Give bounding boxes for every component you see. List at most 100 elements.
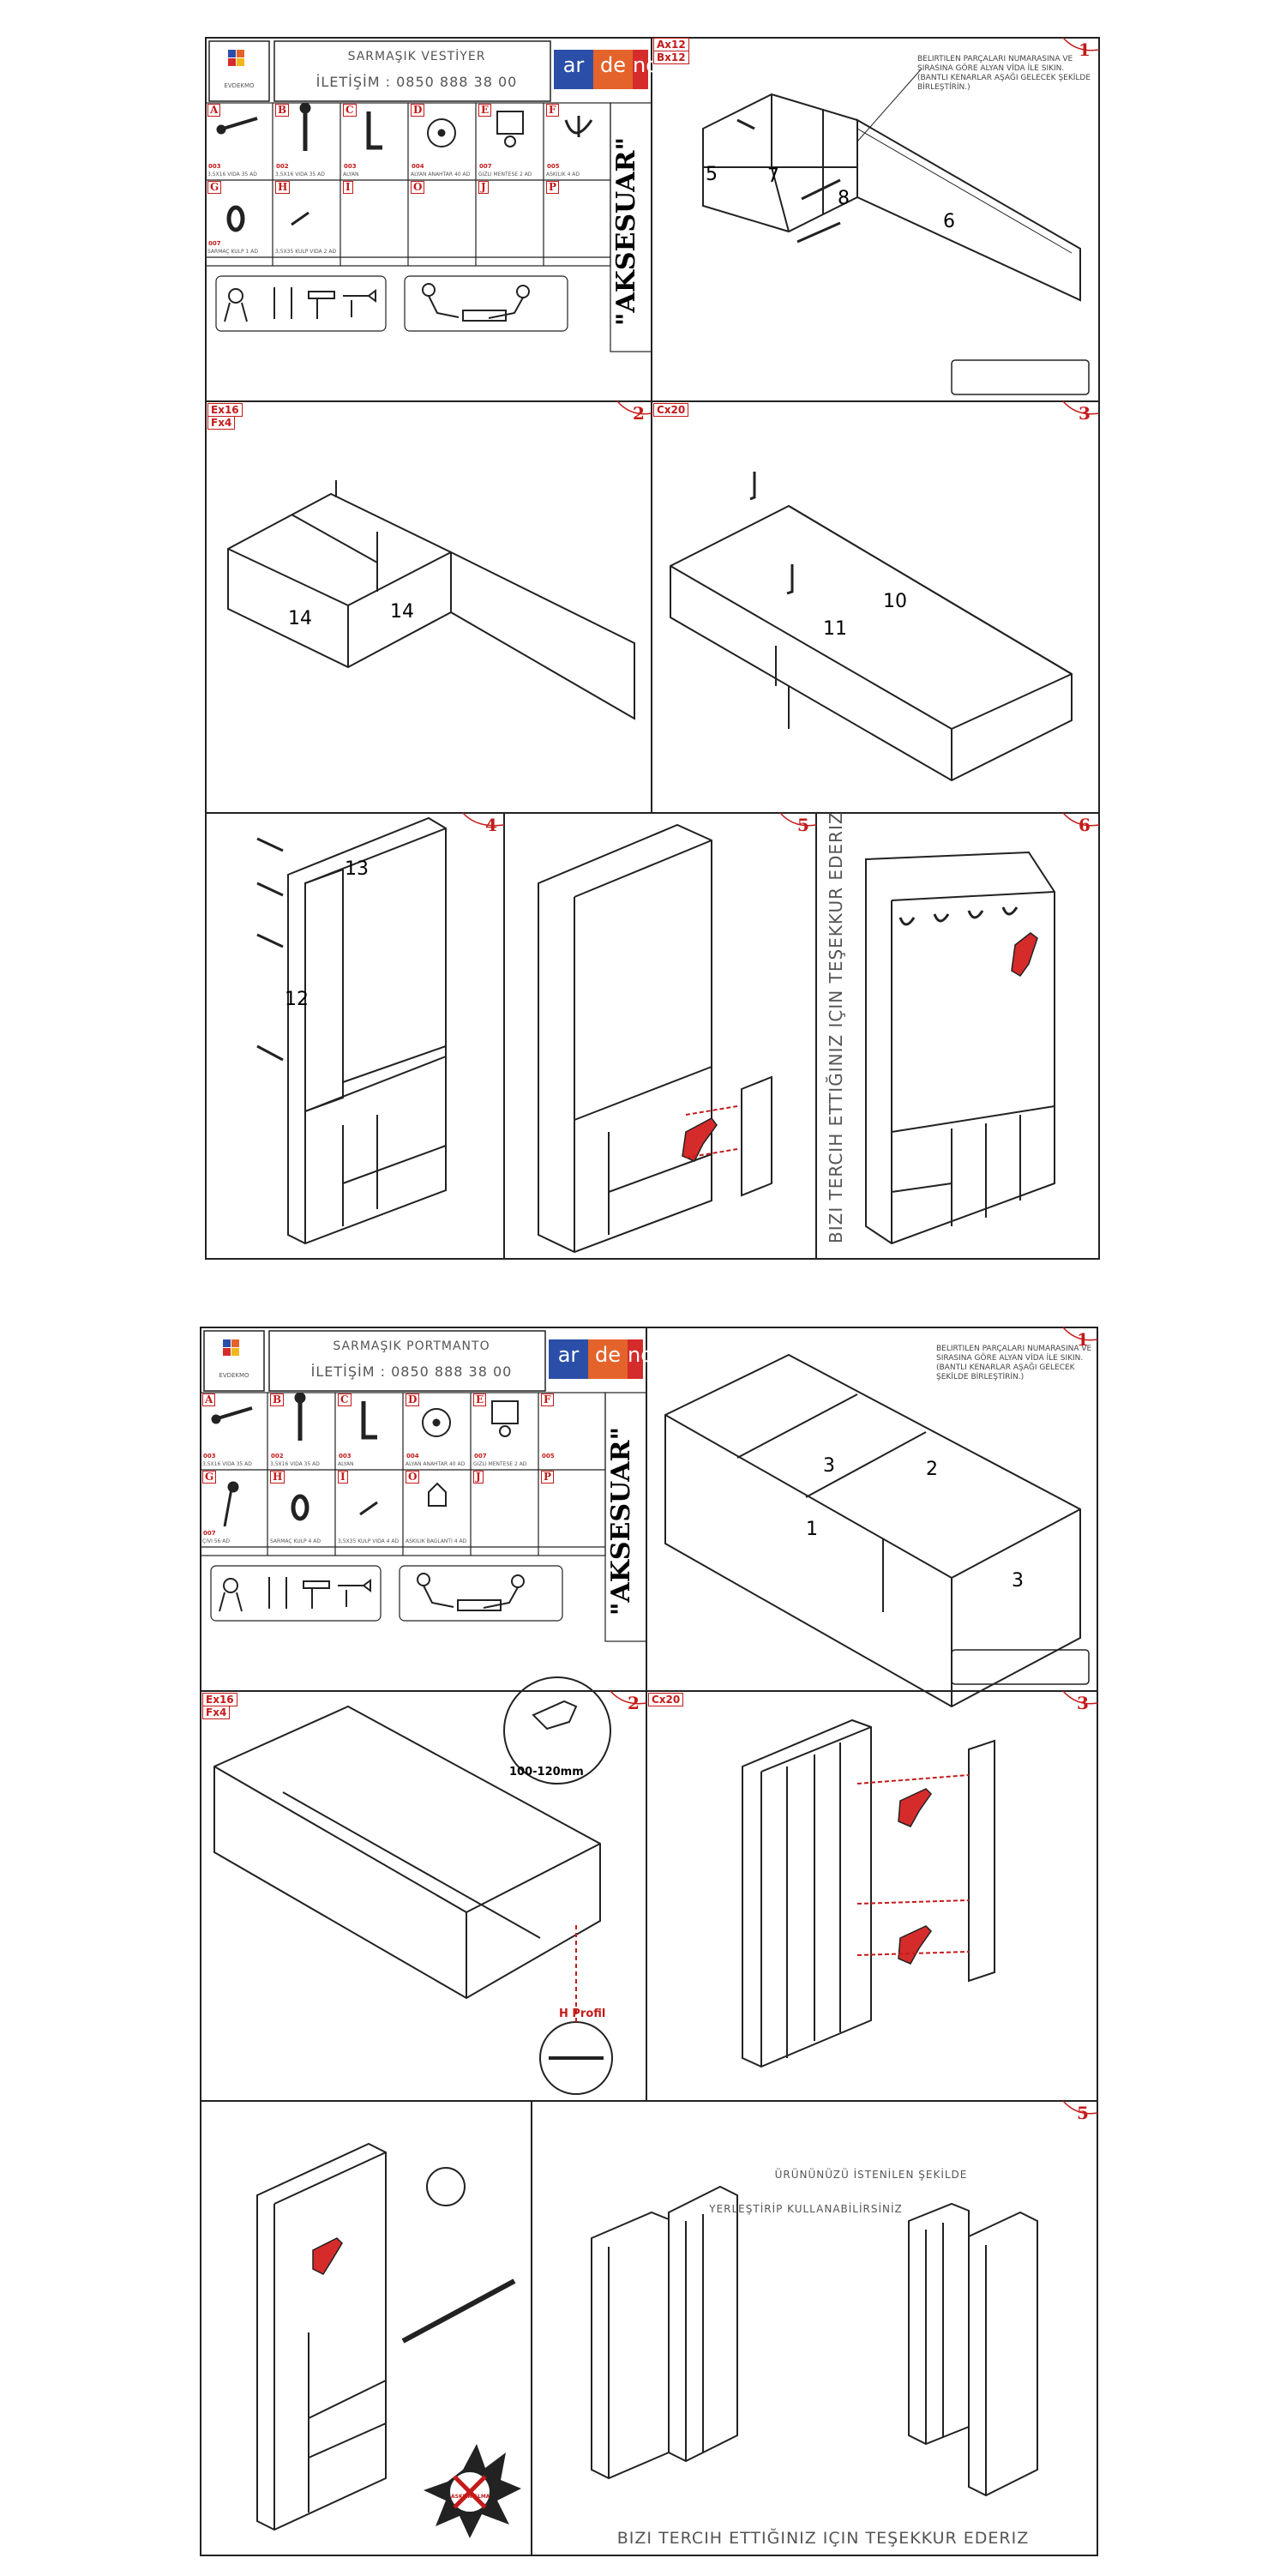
small-screw-icon <box>359 1501 378 1516</box>
part-code: 007 <box>208 240 221 247</box>
step-badge: Ex16 <box>202 1693 237 1706</box>
part-code: 003 <box>344 163 357 170</box>
part-name: 3,5X16 VIDA 35 AD <box>207 172 257 178</box>
part-letter: A <box>207 104 221 117</box>
part-name: 3,5X35 KULP VIDA 4 AD <box>338 1538 400 1544</box>
step-number: 3 <box>1079 403 1091 424</box>
part-letter: P <box>541 1471 555 1484</box>
part-name: ALYAN ANAHTAR 40 AD <box>411 172 471 178</box>
ring-handle-icon <box>291 1494 309 1521</box>
part-name: ASKILIK 4 AD <box>546 172 580 178</box>
step-number: 4 <box>485 815 497 835</box>
hook-icon <box>898 906 1019 926</box>
part-letter: E <box>473 1393 487 1406</box>
hinge-icon <box>496 111 524 147</box>
header-block <box>208 40 648 102</box>
header-block <box>203 1330 643 1392</box>
step1-part-label: 6 <box>943 211 955 232</box>
cam-lock-icon <box>422 1408 451 1437</box>
step5-drawing <box>591 2185 1038 2497</box>
hanger-connector-icon <box>428 1482 447 1507</box>
step-badge: Cx20 <box>653 403 689 417</box>
warning-text: ASKIYA ALMA <box>451 2494 490 2500</box>
part-letter: D <box>411 104 425 117</box>
step-badge: Fx4 <box>207 416 236 430</box>
part-name: ALYAN ANAHTAR 40 AD <box>406 1461 466 1467</box>
hardware-badge: Bx12 <box>653 51 689 64</box>
part-code: 004 <box>406 1453 419 1460</box>
step1-drawing <box>664 1353 1081 1708</box>
part-letter: A <box>202 1393 216 1406</box>
step1-part-label: 5 <box>706 164 718 185</box>
step-number: 1 <box>1079 39 1091 60</box>
part-letter: O <box>411 181 425 194</box>
nail-length-label: 100-120mm <box>509 1766 584 1779</box>
parts-grid <box>205 102 652 352</box>
part-letter: P <box>546 181 560 194</box>
brand-logo: ar de no <box>549 1343 653 1377</box>
usage-note-line-1: ÜRÜNÜNÜZÜ İSTENİLEN ŞEKİLDE <box>775 2167 968 2181</box>
part-name: 3,5X16 VIDA 35 AD <box>270 1461 320 1467</box>
part-code: 005 <box>547 163 560 170</box>
screw-icon <box>216 117 258 135</box>
part-letter: F <box>541 1393 554 1406</box>
product-title: SARMAŞIK VESTİYER <box>347 50 486 63</box>
drill-icon <box>682 1105 738 1162</box>
step-badge: Ex16 <box>207 403 243 417</box>
part-letter: F <box>546 104 559 117</box>
instruction-sheet-vestiyer: "AKSESUAR" 5 7 8 6 BELİRTİLEN PARÇALARI … <box>0 0 1286 1286</box>
step-number: 2 <box>633 403 645 424</box>
contact-phone: İLETİŞİM : 0850 888 38 00 <box>310 1363 513 1380</box>
part-letter: C <box>343 104 357 117</box>
part-code: 003 <box>208 163 221 170</box>
part-letter: C <box>338 1393 352 1406</box>
step-badge: Cx20 <box>648 1693 684 1706</box>
allen-key-icon <box>361 1401 377 1440</box>
thank-you-note: BIZI TERCIH ETTIĞINIZ IÇIN TEŞEKKUR EDER… <box>617 2527 1029 2548</box>
step2-part-label: 14 <box>390 601 414 623</box>
sheet1-drawing: "AKSESUAR" 5 7 8 6 BELİRTİLEN PARÇALARI … <box>205 37 1100 1260</box>
step1-note: BELİRTİLEN PARÇALARI NUMARASINA VE SIRAS… <box>917 55 1091 92</box>
hinge-icon <box>491 1400 519 1437</box>
tools-icon <box>224 287 376 322</box>
step1-part-label: 8 <box>838 188 850 209</box>
brand-logo: ar de no <box>554 53 658 87</box>
part-name: ASKILIK BAĞLANTI 4 AD <box>406 1538 467 1544</box>
part-code: 002 <box>276 163 289 170</box>
part-letter: G <box>207 181 222 194</box>
parts-grid <box>200 1392 647 1642</box>
part-letter: O <box>406 1471 420 1484</box>
step3-drawing <box>742 1718 995 2068</box>
step3-part-label: 11 <box>823 618 847 640</box>
part-code: 002 <box>271 1453 284 1460</box>
cam-lock-icon <box>427 118 456 147</box>
step1-part-label: 3 <box>823 1455 835 1477</box>
part-name: 3,5X35 KULP VIDA 2 AD <box>275 249 337 255</box>
part-letter: E <box>478 104 492 117</box>
part-letter: J <box>478 181 489 194</box>
logo-text: EVDEKMO <box>224 82 255 89</box>
part-letter: J <box>473 1471 484 1484</box>
step1-part-label: 3 <box>1012 1570 1024 1592</box>
hammer-icon <box>532 1700 578 1730</box>
step-number: 5 <box>1077 2103 1089 2123</box>
screw-long-icon <box>294 1392 306 1441</box>
part-letter: G <box>202 1471 217 1484</box>
hardware-badge: Ax12 <box>653 38 689 51</box>
brand-part: no <box>633 53 658 77</box>
step4-drawing <box>256 816 447 1245</box>
part-name: ALYAN <box>338 1461 354 1467</box>
nail-icon <box>223 1481 239 1527</box>
screw-long-icon <box>299 102 311 151</box>
assembly-tip-box <box>951 1649 1090 1685</box>
part-code: 003 <box>203 1453 216 1460</box>
part-letter: I <box>338 1471 348 1484</box>
warning-icon <box>424 2444 521 2538</box>
step4-part-label: 12 <box>285 989 309 1010</box>
step1-part-label: 2 <box>926 1459 938 1480</box>
brand-part: ar <box>557 1343 580 1367</box>
two-person-assembly-icon <box>422 283 530 322</box>
part-name: GIZLI MENTESE 2 AD <box>478 172 532 178</box>
allen-key-icon <box>366 111 382 150</box>
part-code: 007 <box>474 1453 487 1460</box>
